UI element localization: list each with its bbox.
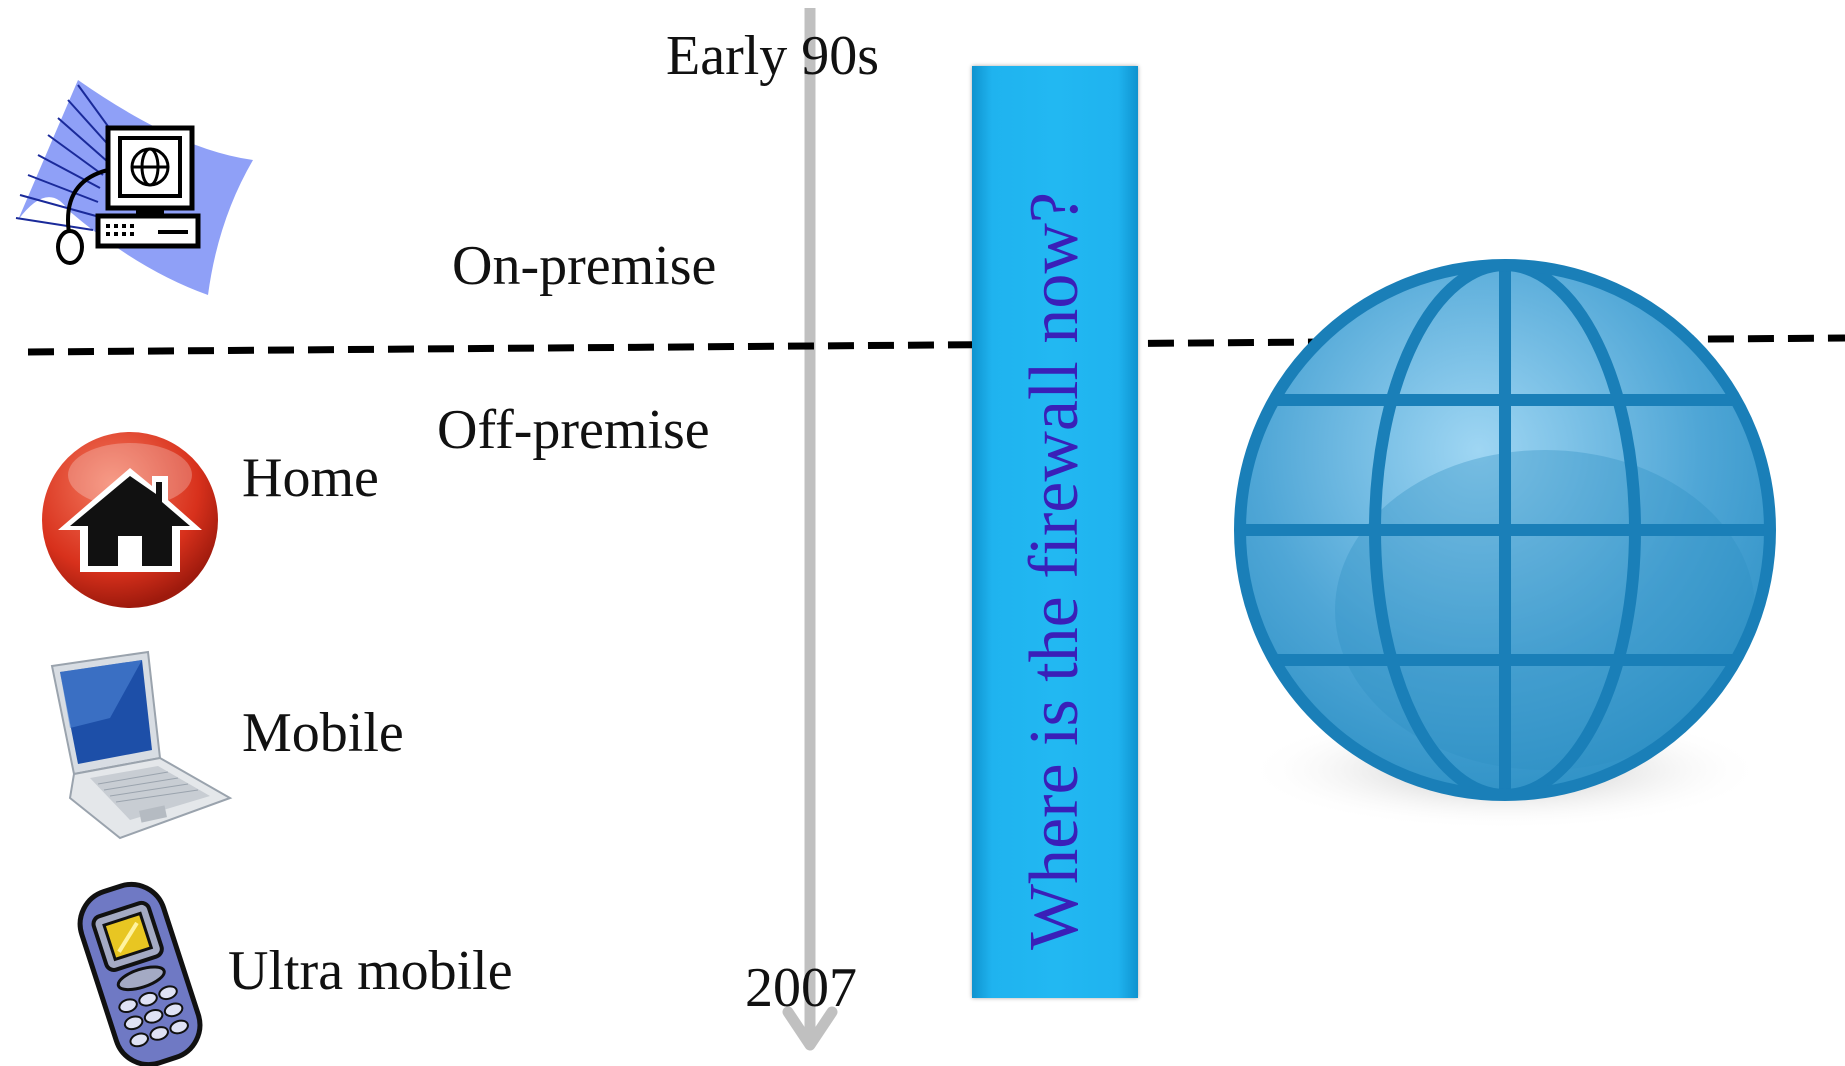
globe-icon bbox=[1234, 259, 1776, 830]
device-label-home: Home bbox=[242, 447, 379, 509]
device-label-mobile: Mobile bbox=[242, 702, 404, 764]
firewall-question: Where is the firewall now? bbox=[1016, 191, 1093, 950]
desktop-computer-icon bbox=[15, 80, 253, 295]
mobile-phone-icon bbox=[77, 881, 203, 1066]
laptop-icon bbox=[50, 650, 233, 840]
timeline-end-label: 2007 bbox=[745, 957, 857, 1019]
home-icon bbox=[42, 432, 218, 608]
off-premise-label: Off-premise bbox=[437, 399, 710, 461]
premise-boundary-line bbox=[27, 334, 1845, 356]
timeline-start-label: Early 90s bbox=[666, 25, 880, 87]
firewall-bar bbox=[972, 66, 1138, 998]
on-premise-label: On-premise bbox=[452, 235, 717, 297]
timeline-arrow bbox=[782, 8, 838, 1051]
device-label-ultra-mobile: Ultra mobile bbox=[228, 940, 513, 1002]
